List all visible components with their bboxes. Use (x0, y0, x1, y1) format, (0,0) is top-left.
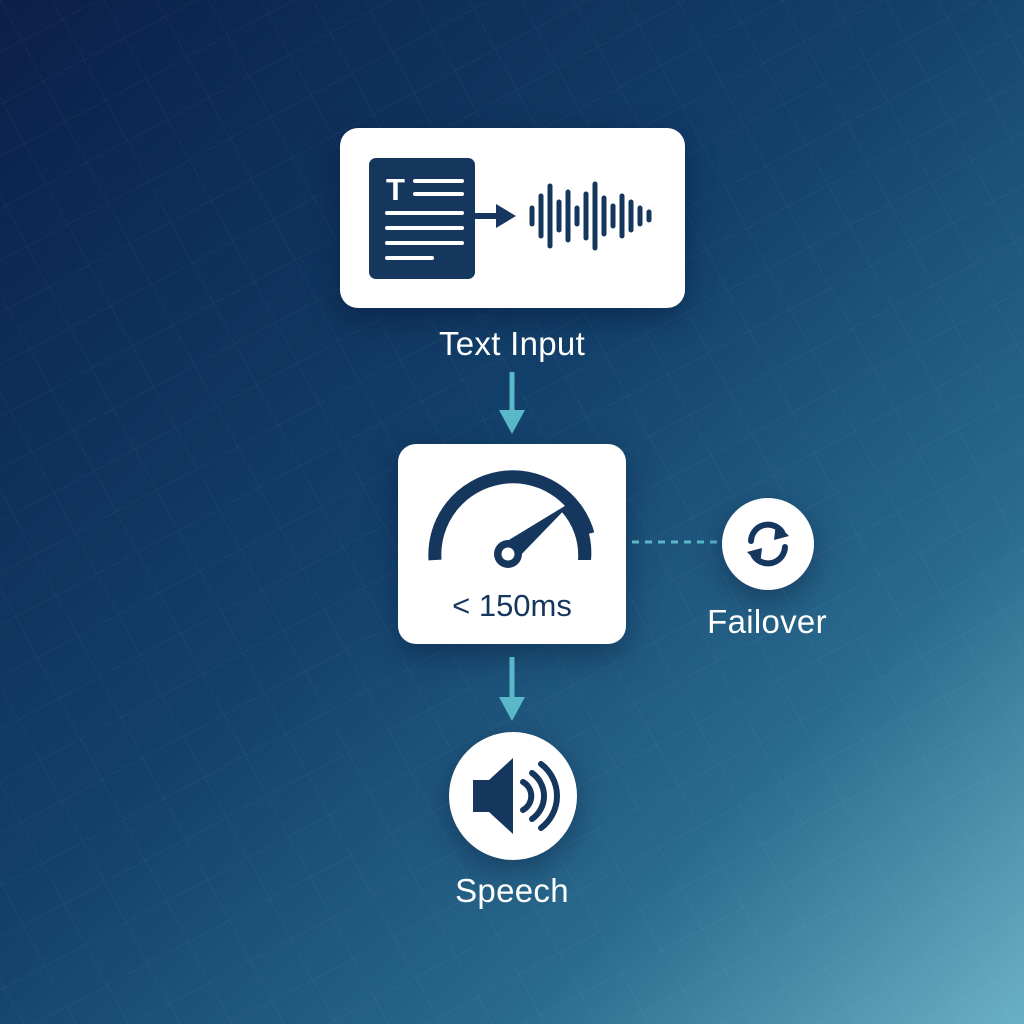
gauge-needle (494, 501, 573, 568)
latency-card[interactable]: < 150ms (398, 444, 626, 644)
connector-arrow-down (499, 372, 525, 434)
failover-button[interactable] (722, 498, 814, 590)
text-input-card[interactable]: T (340, 128, 685, 308)
arrow-right-icon (475, 204, 516, 228)
speech-label: Speech (455, 872, 569, 909)
document-to-waveform-icon: T (369, 158, 652, 279)
speaker-sound-icon (473, 758, 560, 834)
refresh-cycle-icon (747, 521, 789, 567)
failover-dashed-connector (632, 540, 728, 544)
text-input-label: Text Input (438, 325, 586, 362)
waveform-icon (529, 181, 652, 251)
latency-value: < 150ms (452, 588, 572, 623)
failover-label: Failover (707, 603, 827, 640)
connector-arrow-down (499, 657, 525, 721)
document-letter: T (386, 172, 405, 207)
document-icon (369, 158, 475, 279)
speedometer-gauge-icon (428, 470, 595, 568)
speech-button[interactable] (449, 732, 577, 860)
